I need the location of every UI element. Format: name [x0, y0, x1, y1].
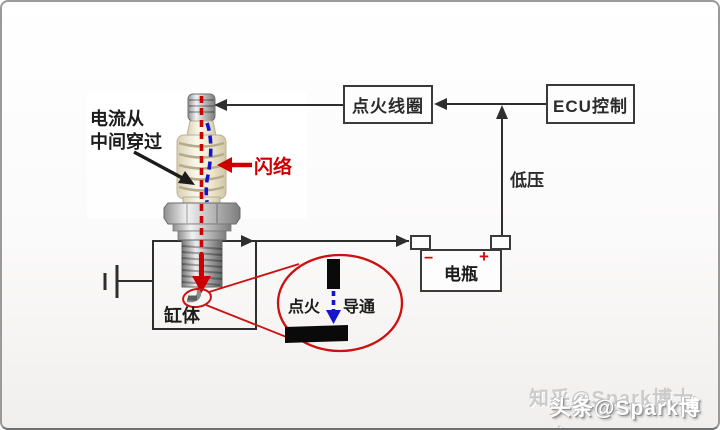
current-path-label-line2: 中间穿过	[90, 132, 162, 152]
ignition-coil-box: 点火线圈	[343, 85, 433, 124]
watermark-toutiao: 头条@Spark博士	[550, 397, 701, 428]
battery-label: 电瓶	[444, 265, 478, 284]
ignition-coil-label: 点火线圈	[352, 97, 424, 116]
battery-to-coil-wire	[496, 105, 508, 235]
battery-minus-sign: −	[424, 250, 434, 267]
flashover-label: 闪络	[254, 157, 293, 178]
conduct-label: 导通	[343, 299, 376, 316]
ground-icon	[103, 265, 152, 298]
battery-plus-sign: +	[479, 247, 489, 266]
current-path-label-line1: 电流从	[90, 109, 144, 129]
battery-box	[420, 249, 502, 292]
cylinder-block-label: 缸体	[164, 306, 200, 326]
ground-electrode	[285, 325, 348, 343]
center-electrode	[327, 259, 340, 289]
ignite-label: 点火	[288, 299, 321, 316]
cylinder-to-battery-wire	[241, 235, 409, 247]
battery-terminal-negative	[410, 235, 431, 250]
ecu-control-label: ECU控制	[553, 96, 628, 116]
ecu-control-box: ECU控制	[546, 84, 635, 124]
battery-terminal-positive	[490, 235, 511, 250]
low-voltage-label: 低压	[510, 171, 544, 190]
spark-gap-arrow	[326, 291, 341, 324]
watermark-zhihu: 知乎@Spark博士	[529, 388, 695, 410]
current-path-label: 电流从 中间穿过	[90, 108, 162, 154]
ecu-to-coil-wire	[434, 98, 546, 110]
